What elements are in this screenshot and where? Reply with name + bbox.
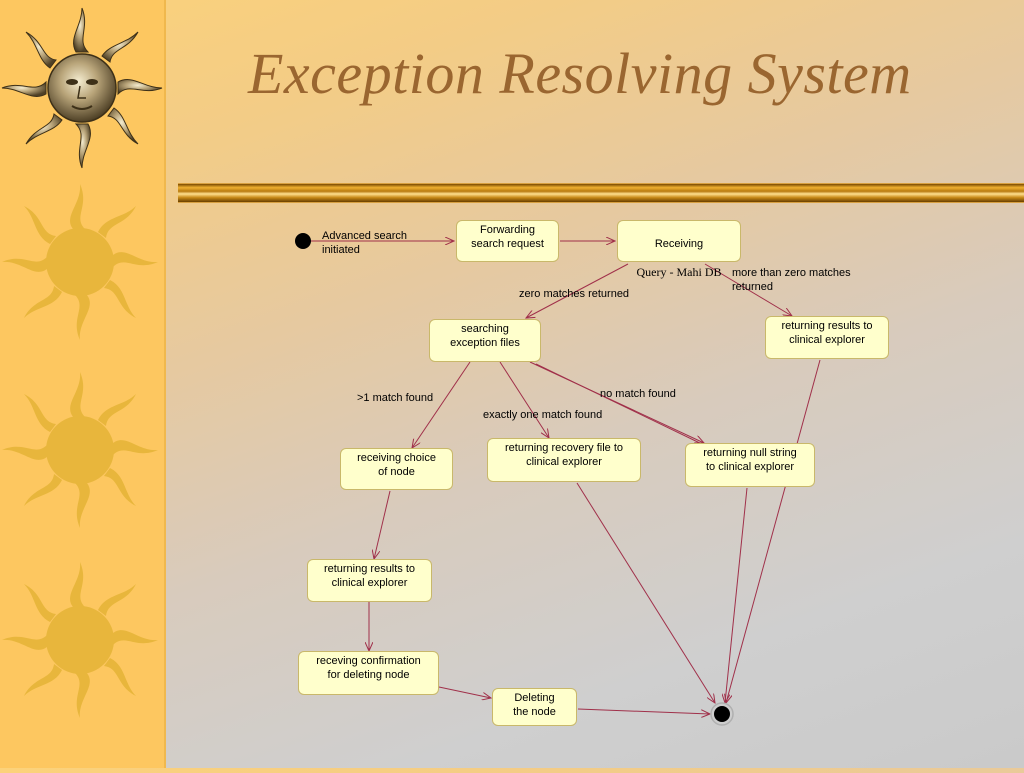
sun-icon	[2, 184, 158, 340]
edge-recovery-to-end	[576, 482, 715, 703]
node-receiving-line1: Receiving	[654, 238, 704, 250]
sidebar-divider	[164, 0, 166, 768]
edge-searching-to-null-2	[535, 363, 707, 447]
bronze-sun-icon	[1, 7, 163, 169]
node-deleting: Deleting the node	[492, 688, 577, 726]
sun-ornaments	[1, 7, 163, 718]
node-returning-results-top: returning results to clinical explorer	[765, 316, 889, 359]
edge-searching-to-choice	[412, 361, 471, 448]
edge-null-to-end	[725, 487, 748, 703]
edge-searching-to-recovery	[499, 361, 549, 438]
node-returning-results-left: returning results to clinical explorer	[307, 559, 432, 602]
node-returning-null: returning null string to clinical explor…	[685, 443, 815, 487]
edge-label-no-match: no match found	[600, 388, 676, 400]
start-node	[295, 233, 311, 249]
edge-choice-to-results-left	[374, 490, 391, 559]
sun-icon	[2, 372, 158, 528]
end-node-ring	[710, 702, 734, 726]
node-receiving: Receiving Query - Mahi DB	[617, 220, 741, 279]
sun-icon	[2, 562, 158, 718]
edge-label-gt1-match: >1 match found	[357, 392, 434, 404]
edge-label-more-than-zero: more than zero matches returned	[732, 267, 851, 293]
node-receiving-confirmation: receving confirmation for deleting node	[298, 651, 439, 695]
edge-receiving-to-searching	[526, 263, 629, 318]
start-label: Advanced search initiated	[322, 230, 407, 256]
gold-divider-bar	[178, 183, 1024, 203]
edge-receiving-to-results-top	[704, 263, 792, 316]
slide-title: Exception Resolving System	[248, 41, 912, 106]
decorative-sidebar	[0, 0, 164, 768]
edge-results-top-to-end	[726, 359, 821, 703]
node-returning-recovery: returning recovery file to clinical expl…	[487, 438, 641, 482]
edge-label-zero-matches: zero matches returned	[519, 288, 630, 300]
edge-label-exactly-one: exactly one match found	[483, 409, 603, 421]
node-forwarding: Forwarding search request	[456, 220, 559, 262]
node-searching: searching exception files	[429, 319, 541, 362]
end-node	[714, 706, 730, 722]
node-receiving-line2: Query - Mahi DB	[636, 265, 722, 279]
edge-deleting-to-end	[577, 708, 710, 714]
edge-confirmation-to-deleting	[438, 686, 491, 698]
node-receiving-choice: receiving choice of node	[340, 448, 453, 490]
